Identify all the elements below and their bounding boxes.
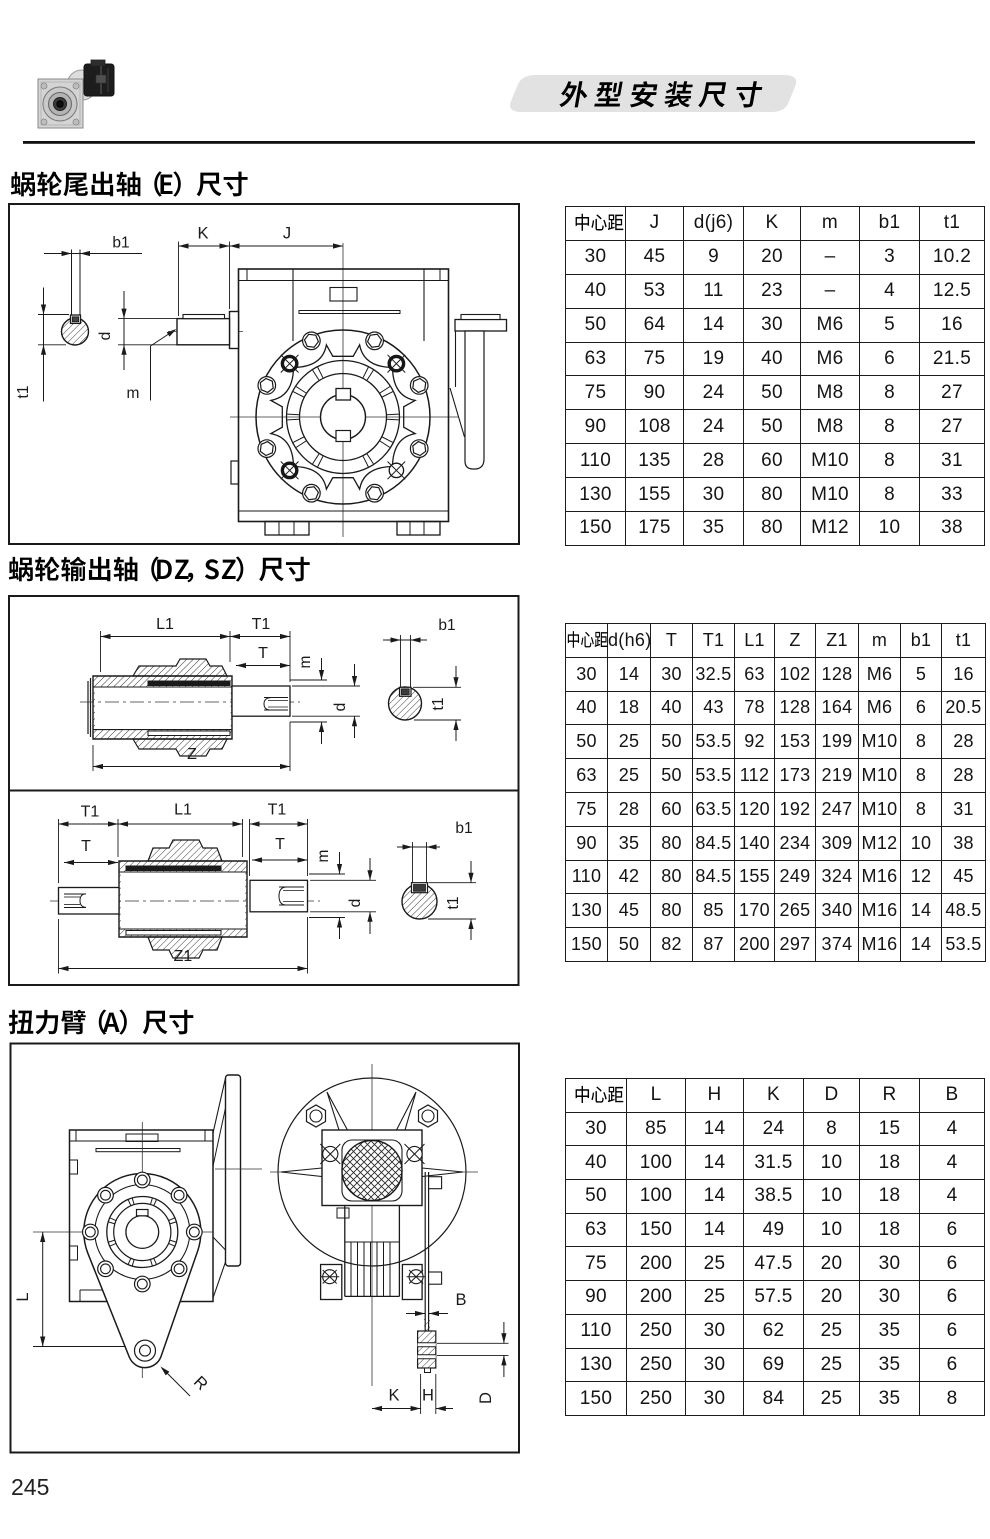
svg-text:L1: L1: [156, 616, 174, 633]
svg-text:K: K: [388, 1387, 399, 1405]
svg-text:d: d: [97, 332, 114, 341]
svg-text:K: K: [197, 225, 208, 243]
svg-text:Z: Z: [187, 746, 197, 763]
svg-text:b1: b1: [438, 617, 455, 634]
svg-text:D: D: [477, 1392, 495, 1404]
svg-text:t1: t1: [15, 386, 32, 399]
svg-text:T1: T1: [81, 804, 100, 821]
svg-text:B: B: [455, 1291, 466, 1309]
svg-text:b1: b1: [112, 235, 129, 252]
svg-text:R: R: [190, 1373, 211, 1394]
svg-text:d: d: [332, 703, 349, 712]
svg-text:m: m: [315, 850, 332, 863]
svg-text:J: J: [283, 225, 291, 243]
svg-text:T: T: [275, 836, 285, 853]
svg-text:m: m: [127, 385, 140, 402]
svg-text:t1: t1: [445, 897, 462, 910]
svg-text:Z1: Z1: [174, 948, 193, 965]
svg-text:b1: b1: [455, 820, 472, 837]
svg-text:L: L: [14, 1292, 32, 1301]
svg-text:T1: T1: [268, 802, 287, 819]
svg-text:L1: L1: [174, 802, 192, 819]
svg-text:t1: t1: [430, 698, 447, 711]
svg-text:T: T: [258, 645, 268, 662]
svg-text:T: T: [81, 838, 91, 855]
svg-text:m: m: [297, 656, 314, 669]
svg-text:H: H: [422, 1387, 434, 1405]
svg-text:T1: T1: [252, 616, 271, 633]
svg-text:d: d: [347, 899, 364, 908]
